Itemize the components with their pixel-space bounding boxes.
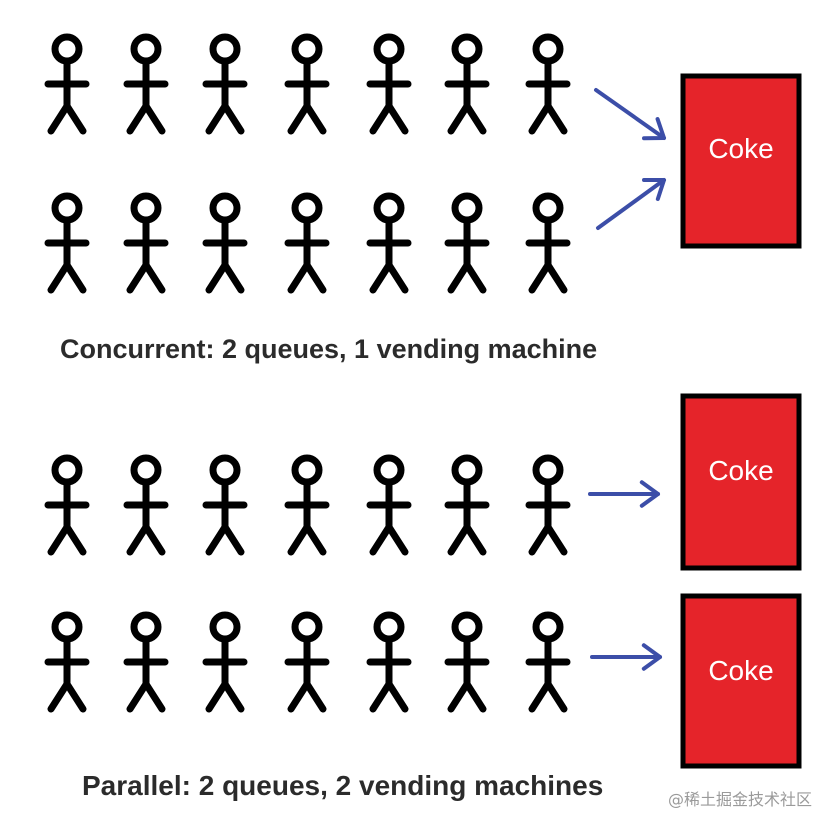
stick-figure-icon <box>202 611 248 713</box>
stick-figure-icon <box>525 192 571 294</box>
stick-figure-icon <box>525 33 571 135</box>
vending-machine-parallel-2: Coke <box>680 593 802 769</box>
stick-figure-icon <box>444 192 490 294</box>
stick-figure-icon <box>525 454 571 556</box>
stick-figure-icon <box>44 192 90 294</box>
stick-figure-icon <box>366 611 412 713</box>
stick-figure-icon <box>123 454 169 556</box>
stick-figure-icon <box>202 33 248 135</box>
vending-machine-parallel-1: Coke <box>680 393 802 571</box>
stick-figure-icon <box>366 454 412 556</box>
machine-label: Coke <box>708 455 773 486</box>
concurrent-caption: Concurrent: 2 queues, 1 vending machine <box>60 334 598 364</box>
stick-figure-icon <box>284 192 330 294</box>
machine-label: Coke <box>708 133 773 164</box>
stick-figure-icon <box>284 454 330 556</box>
stick-figure-icon <box>123 33 169 135</box>
watermark: @稀土掘金技术社区 <box>667 790 812 809</box>
arrows-layer <box>588 88 666 671</box>
parallel-caption: Parallel: 2 queues, 2 vending machines <box>82 770 604 801</box>
stick-figure-icon <box>366 33 412 135</box>
vending-machine-concurrent: Coke <box>680 73 802 249</box>
queue-row <box>44 454 571 556</box>
stick-figure-icon <box>123 611 169 713</box>
stick-figure-icon <box>444 454 490 556</box>
stick-figure-icon <box>284 611 330 713</box>
arrow-icon <box>590 643 662 671</box>
stick-figure-icon <box>44 611 90 713</box>
arrow-icon <box>588 480 660 508</box>
stick-figure-icon <box>444 611 490 713</box>
people-layer <box>44 33 571 713</box>
stick-figure-icon <box>123 192 169 294</box>
queue-row <box>44 192 571 294</box>
stick-figure-icon <box>44 33 90 135</box>
queue-row <box>44 611 571 713</box>
arrow-icon <box>594 88 666 141</box>
vending-machines-layer: Coke Coke Coke <box>680 73 802 769</box>
stick-figure-icon <box>284 33 330 135</box>
stick-figure-icon <box>444 33 490 135</box>
stick-figure-icon <box>44 454 90 556</box>
machine-label: Coke <box>708 655 773 686</box>
stick-figure-icon <box>525 611 571 713</box>
queue-row <box>44 33 571 135</box>
stick-figure-icon <box>202 192 248 294</box>
arrow-icon <box>596 178 666 230</box>
stick-figure-icon <box>202 454 248 556</box>
stick-figure-icon <box>366 192 412 294</box>
